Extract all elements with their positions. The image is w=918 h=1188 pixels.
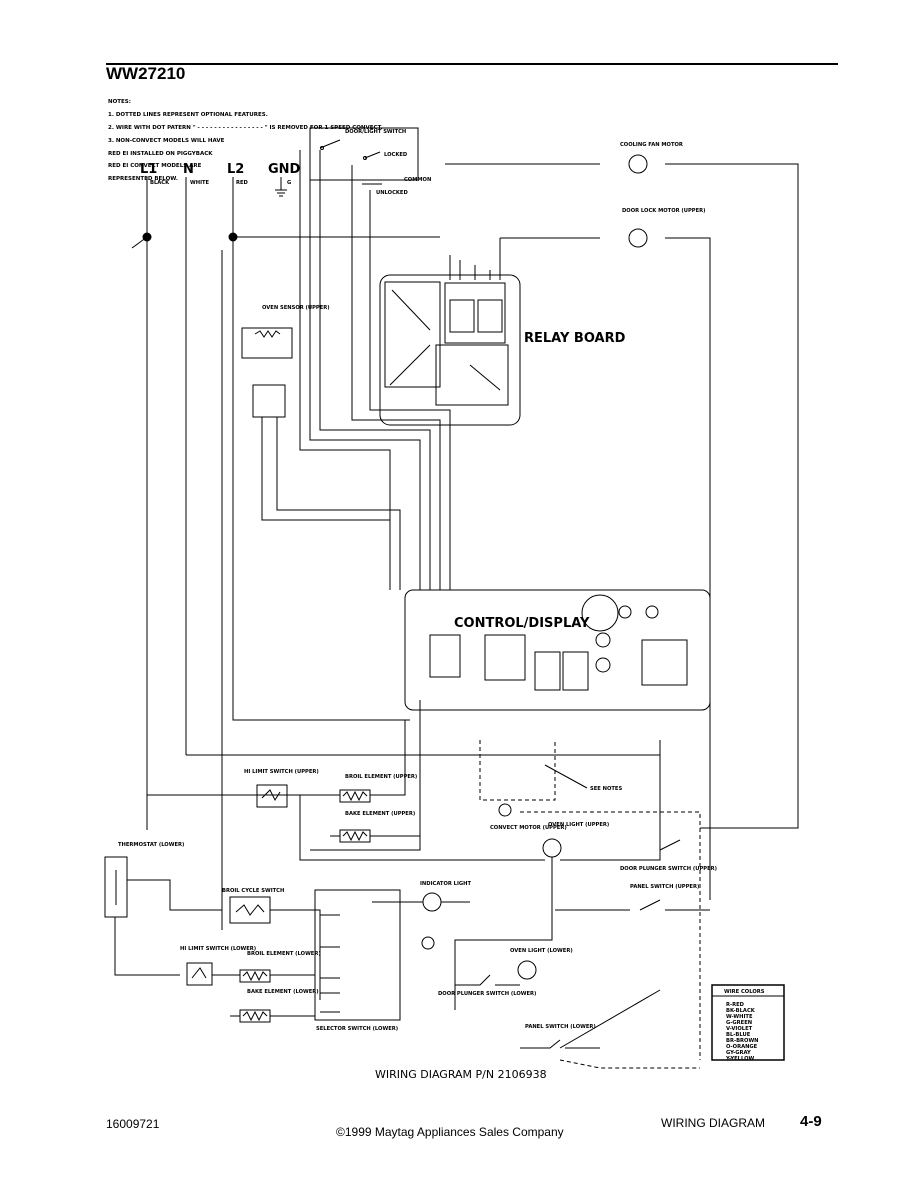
l2-wire-label: RED <box>236 180 249 186</box>
wire-color-0: R-RED <box>726 1002 745 1008</box>
header-rule <box>106 63 838 65</box>
l1-wire-label: BLACK <box>150 180 170 186</box>
relay-board-label: RELAY BOARD <box>524 331 626 346</box>
wire-color-7: O-ORANGE <box>726 1044 758 1050</box>
gnd-wire-label: G <box>287 180 291 186</box>
model-number: WW27210 <box>106 64 186 83</box>
l2-label: L2 <box>227 162 244 177</box>
selector-label: SELECTOR SWITCH (LOWER) <box>316 1026 398 1032</box>
broil-cycle-label: BROIL CYCLE SWITCH <box>222 888 284 894</box>
wire-color-5: BL-BLUE <box>726 1032 751 1038</box>
n-wire-label: WHITE <box>190 180 210 186</box>
page-number: 4-9 <box>800 1113 822 1130</box>
oven-sensor-label: OVEN SENSOR (UPPER) <box>262 305 330 311</box>
note-line-4: RED EI INSTALLED ON PIGGYBACK <box>108 150 213 157</box>
doc-number: 16009721 <box>106 1117 160 1131</box>
wire-color-9: Y-YELLOW <box>725 1056 755 1062</box>
bake-lower-label: BAKE ELEMENT (LOWER) <box>247 989 319 995</box>
note-line-1: 1. DOTTED LINES REPRESENT OPTIONAL FEATU… <box>108 112 268 119</box>
panel-switch-upper-label: PANEL SWITCH (UPPER) <box>630 884 699 890</box>
convect-motor-label: CONVECT MOTOR (UPPER) <box>490 825 567 831</box>
door-plunger-upper-label: DOOR PLUNGER SWITCH (UPPER) <box>620 866 717 872</box>
unlocked-label: UNLOCKED <box>376 190 408 196</box>
broil-lower-label: BROIL ELEMENT (LOWER) <box>247 951 321 957</box>
common-label: COMMON <box>404 177 431 183</box>
door-light-switch-label: DOOR/LIGHT SWITCH <box>345 129 406 135</box>
wire-colors-title: WIRE COLORS <box>724 989 765 995</box>
locked-label: LOCKED <box>384 152 408 158</box>
diagram-caption: WIRING DIAGRAM P/N 2106938 <box>375 1068 547 1081</box>
cooling-fan-label: COOLING FAN MOTOR <box>620 142 683 148</box>
thermostat-label: THERMOSTAT (LOWER) <box>118 842 184 848</box>
hi-limit-lower-label: HI LIMIT SWITCH (LOWER) <box>180 946 256 952</box>
wire-color-3: G-GREEN <box>726 1020 752 1026</box>
see-notes-label: SEE NOTES <box>590 786 622 792</box>
broil-upper-label: BROIL ELEMENT (UPPER) <box>345 774 417 780</box>
note-line-6: REPRESENTED BELOW. <box>108 176 178 183</box>
door-lock-label: DOOR LOCK MOTOR (UPPER) <box>622 208 706 214</box>
wire-color-8: GY-GRAY <box>726 1050 751 1056</box>
panel-switch-lower-label: PANEL SWITCH (LOWER) <box>525 1024 596 1030</box>
hi-limit-upper-label: HI LIMIT SWITCH (UPPER) <box>244 769 319 775</box>
notes-title: NOTES: <box>108 99 131 106</box>
note-line-3: 3. NON-CONVECT MODELS WILL HAVE <box>108 137 225 144</box>
wire-color-2: W-WHITE <box>726 1014 753 1020</box>
gnd-label: GND <box>268 162 301 177</box>
control-display-label: CONTROL/DISPLAY <box>454 616 590 631</box>
bake-upper-label: BAKE ELEMENT (UPPER) <box>345 811 415 817</box>
n-label: N <box>183 162 194 177</box>
wire-color-6: BR-BROWN <box>726 1038 759 1044</box>
door-plunger-lower-label: DOOR PLUNGER SWITCH (LOWER) <box>438 991 536 997</box>
indicator-light-label: INDICATOR LIGHT <box>420 881 472 887</box>
wire-color-1: BK-BLACK <box>726 1008 756 1014</box>
oven-light-lower-label: OVEN LIGHT (LOWER) <box>510 948 573 954</box>
l1-label: L1 <box>140 162 157 177</box>
note-line-5: RED EI CONVECT MODELS ARE <box>108 163 202 170</box>
wire-color-4: V-VIOLET <box>726 1026 753 1032</box>
section-title: WIRING DIAGRAM <box>661 1116 765 1130</box>
oven-light-upper-label: OVEN LIGHT (UPPER) <box>548 822 609 828</box>
copyright: ©1999 Maytag Appliances Sales Company <box>336 1125 564 1139</box>
